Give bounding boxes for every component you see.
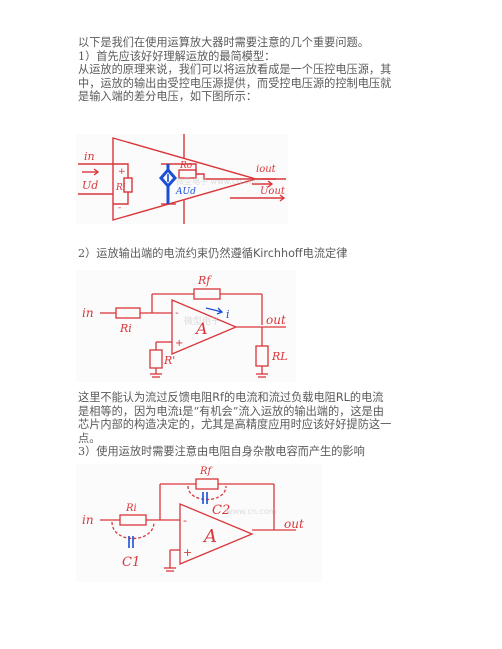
label-a: A <box>194 319 208 338</box>
para-3-line-1: 这里不能认为流过反馈电阻Rf的电流和流过负载电阻RL的电流 <box>78 391 384 404</box>
label-minus: - <box>175 308 179 319</box>
para-3-line-2: 是相等的，因为电流i是“有机会”流入运放的输出端的，这是由 <box>78 404 384 418</box>
label-a: A <box>202 526 217 547</box>
intro-block: 以下是我们在使用运算放大器时需要注意的几个重要问题。 1）首先应该好好理解运放的… <box>78 36 424 104</box>
opamp-model-diagram: in Ud Ri Ro AUd iout Uout + - 微型电子 www.c… <box>78 134 286 224</box>
label-rf: Rf <box>197 274 212 287</box>
label-uout: Uout <box>260 186 286 197</box>
label-iin: in <box>84 150 95 163</box>
intro-line-1: 以下是我们在使用运算放大器时需要注意的几个重要问题。 <box>78 36 369 49</box>
label-c1: C1 <box>122 555 140 570</box>
para-3-line-3: 芯片内部的构造决定的，尤其是高精度应用时应该好好提防这一 <box>78 418 392 432</box>
figure-opamp-model: in Ud Ri Ro AUd iout Uout + - 微型电子 www.c… <box>76 134 288 224</box>
watermark: www.cn.com <box>226 507 277 516</box>
label-plus: + <box>183 546 192 559</box>
figure-inverting-amp: in Ri Rf i A out R' RL - + 微型电子 <box>76 270 296 382</box>
label-minus: - <box>118 203 121 213</box>
section-3-heading: 3）使用运放时需要注意由电阻自身杂散电容而产生的影响 <box>78 445 365 459</box>
label-aud: AUd <box>175 187 196 197</box>
intro-para-line-2: 中，运放的输出由受控电压源提供，而受控电压源的控制电压就 <box>78 76 392 90</box>
para-3-block: 这里不能认为流过反馈电阻Rf的电流和流过负载电阻RL的电流 是相等的，因为电流i… <box>78 391 424 459</box>
label-ud: Ud <box>82 179 98 192</box>
label-ri: Ri <box>119 322 132 335</box>
label-i: i <box>226 308 230 321</box>
intro-para-line-1: 从运放的原理来说，我们可以将运放看成是一个压控电压源，其 <box>78 63 392 77</box>
para-3-line-4: 点。 <box>78 431 101 445</box>
label-plus: + <box>175 338 183 349</box>
inverting-amp-diagram: in Ri Rf i A out R' RL - + 微型电子 <box>82 274 288 378</box>
label-minus: - <box>183 514 187 527</box>
section-2-heading: 2）运放输出端的电流约束仍然遵循Kirchhoff电流定律 <box>78 247 348 260</box>
label-in: in <box>82 306 94 320</box>
label-plus: + <box>118 167 126 177</box>
label-ri: Ri <box>125 503 137 514</box>
label-out: out <box>266 313 286 327</box>
section-2-block: 2）运放输出端的电流约束仍然遵循Kirchhoff电流定律 <box>78 247 424 261</box>
label-out: out <box>284 517 304 531</box>
label-ro: Ro <box>179 161 193 171</box>
label-c2: C2 <box>212 503 230 518</box>
stray-capacitance-diagram: in Ri Rf C1 C2 A out - + www.cn.com <box>82 466 304 572</box>
label-rl: RL <box>271 350 288 363</box>
label-in: in <box>82 513 94 527</box>
label-rprime: R' <box>163 354 175 367</box>
label-ri: Ri <box>115 183 126 193</box>
figure-stray-capacitance: in Ri Rf C1 C2 A out - + www.cn.com <box>76 464 322 582</box>
label-rf: Rf <box>199 466 214 477</box>
intro-para-line-3: 是输入端的差分电压，如下图所示： <box>78 90 258 104</box>
section-1-heading: 1）首先应该好好理解运放的最简模型： <box>78 49 276 63</box>
label-iout: iout <box>256 164 277 175</box>
watermark: 微型电子 <box>184 315 220 327</box>
watermark: 微型电子 www.cn.com <box>176 176 261 186</box>
